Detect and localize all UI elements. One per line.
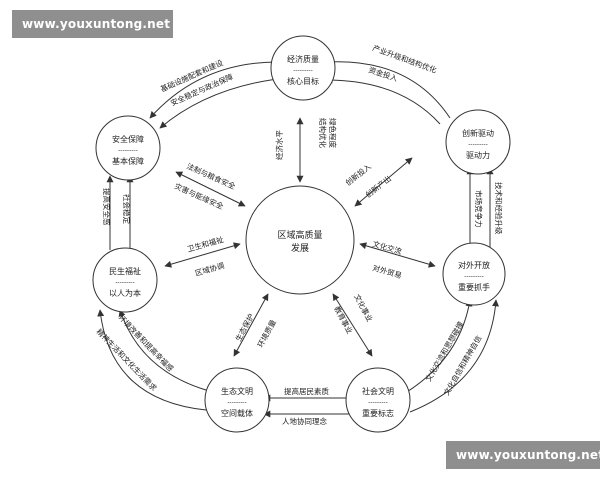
security-title: 安全保障 (112, 134, 144, 144)
label-eco-protection: 生态保护 (233, 312, 256, 343)
innovation-title: 创新驱动 (462, 128, 494, 138)
watermark-bottom-right: www.youxuntong.net (446, 441, 600, 469)
label-open-trade: 对外贸易 (371, 262, 403, 280)
livelihood-divider: --------- (115, 279, 135, 286)
security-subtitle: 基本保障 (112, 156, 144, 166)
livelihood-subtitle: 以人为本 (109, 288, 141, 298)
center-title-line2: 发展 (291, 242, 309, 254)
label-tech: 技术和经验升级 (494, 182, 504, 235)
social-title: 社会文明 (362, 386, 394, 396)
opening-subtitle: 重要抓手 (458, 282, 490, 292)
arrow-eco-to-livelihood-b (97, 309, 207, 411)
arrow-eco-to-livelihood-a (118, 309, 207, 391)
label-econ-level: 经济水平 (274, 130, 284, 160)
economy-subtitle: 核心目标 (287, 76, 319, 86)
label-human-land: 人地协同理念 (282, 416, 327, 426)
center-circle (245, 185, 355, 295)
label-sec-legal: 法制与粮食安全 (185, 161, 237, 192)
label-sense-security: 提高安全感 (102, 188, 112, 226)
label-innov-input: 创新投入 (343, 161, 373, 188)
arrow-social-to-opening-b (409, 299, 500, 413)
livelihood-title: 民生福祉 (109, 266, 141, 276)
center-title-line1: 区域高质量 (277, 229, 322, 241)
innovation-circle (445, 109, 511, 175)
label-live-region: 区域协调 (194, 260, 226, 278)
outer-arrows (97, 58, 500, 418)
security-circle (95, 115, 161, 181)
label-eco-environment: 环境质量 (255, 317, 278, 349)
label-open-culture: 文化交流 (371, 238, 403, 256)
label-innov-output: 创新产出 (363, 173, 393, 199)
arrow-social-to-opening-a (401, 299, 473, 396)
arrow-center-security (175, 171, 246, 207)
inner-arrows (164, 117, 436, 357)
label-resident-quality: 提高居民素质 (284, 386, 329, 396)
label-capital: 资金投入 (367, 64, 399, 83)
eco-circle (204, 367, 270, 433)
label-sec-disaster: 灾害与能缘安全 (173, 181, 225, 212)
arrow-center-eco (233, 293, 269, 357)
social-circle (345, 367, 411, 433)
label-social-culture: 文化事业 (352, 292, 375, 324)
node-circles (92, 35, 511, 433)
innovation-divider: --------- (468, 141, 488, 148)
label-social-stability: 社会稳定 (122, 194, 132, 224)
livelihood-circle (92, 247, 158, 313)
label-econ-structure: 结构优化 (318, 118, 328, 148)
label-live-health: 卫生和福祉 (186, 234, 225, 254)
economy-title: 经济质量 (287, 54, 319, 64)
label-social-education: 教育事业 (332, 304, 355, 336)
eco-divider: --------- (227, 399, 247, 406)
opening-divider: --------- (464, 273, 484, 280)
eco-subtitle: 空间载体 (221, 408, 253, 418)
innovation-subtitle: 驱动力 (466, 150, 490, 160)
arrow-economy-to-security-a (149, 61, 279, 119)
label-econ-green: 绿色程度 (328, 118, 338, 148)
label-spiritual-needs: 精神生活和文化生活需求 (95, 326, 160, 393)
arrow-innovation-to-economy-b (325, 76, 441, 125)
arrow-center-livelihood (164, 242, 241, 268)
arrow-innovation-to-economy-a (327, 58, 451, 119)
opening-circle (442, 242, 506, 306)
arrow-center-social (332, 293, 373, 357)
social-subtitle: 重要标志 (362, 408, 394, 418)
security-divider: --------- (118, 147, 138, 154)
arrow-economy-to-security-b (159, 77, 287, 129)
eco-title: 生态文明 (221, 386, 253, 396)
social-divider: --------- (368, 399, 388, 406)
arrow-center-opening (359, 242, 436, 268)
label-market: 市场竞争力 (474, 190, 484, 228)
economy-circle (270, 35, 336, 101)
opening-title: 对外开放 (458, 260, 490, 270)
watermark-top-left: www.youxuntong.net (12, 10, 173, 38)
economy-divider: --------- (293, 67, 313, 74)
arrow-center-innovation (354, 157, 413, 207)
